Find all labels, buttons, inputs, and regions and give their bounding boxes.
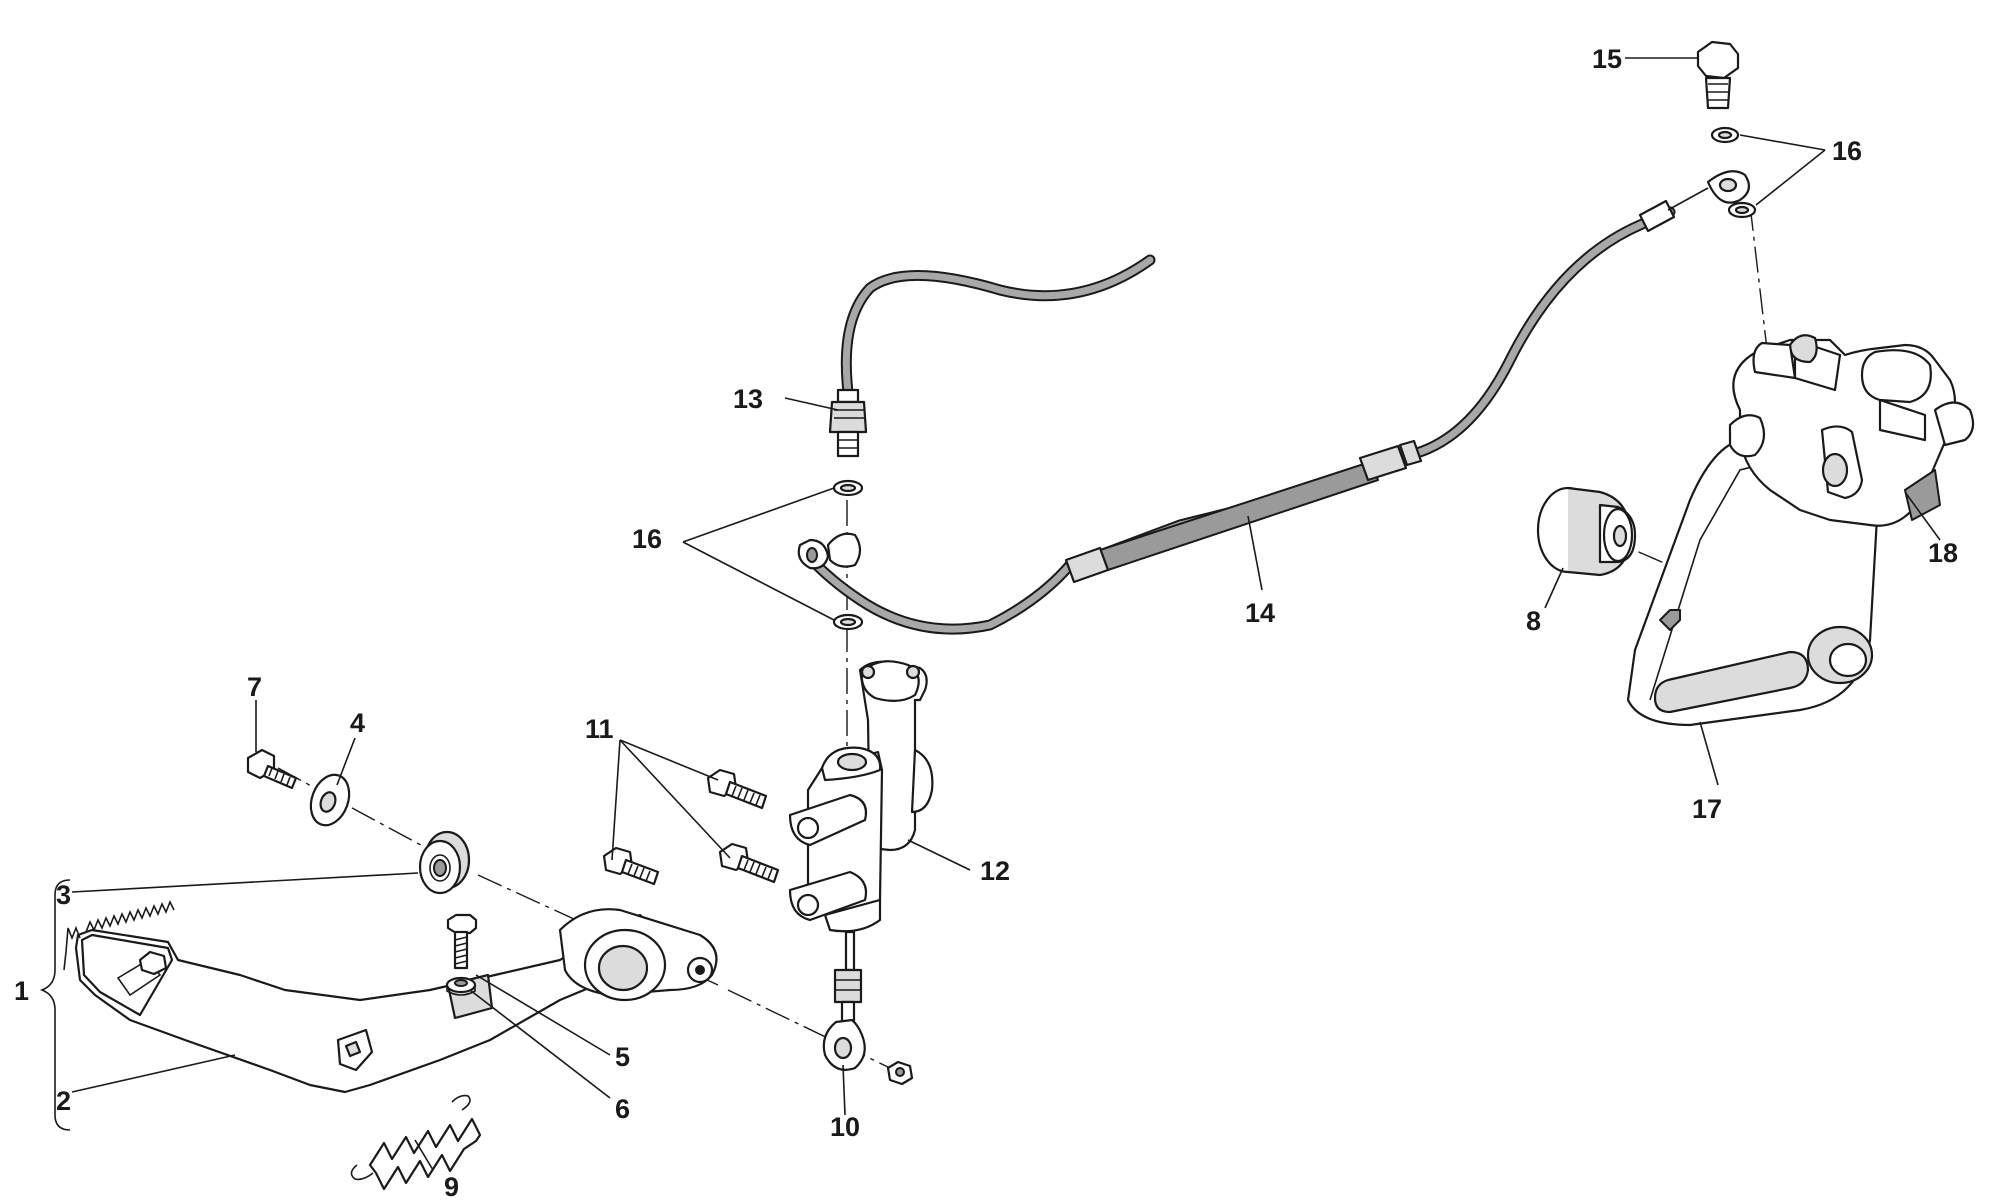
bolt-11-b <box>718 842 780 884</box>
callout-5: 5 <box>615 1042 630 1072</box>
callout-8: 8 <box>1526 606 1541 636</box>
callout-14: 14 <box>1245 598 1275 628</box>
master-cylinder-bolts <box>602 768 780 886</box>
callout-2: 2 <box>56 1086 71 1116</box>
leader-lines <box>39 57 1941 1171</box>
callout-15: 15 <box>1592 44 1622 74</box>
hose-upper <box>840 254 1156 398</box>
callout-18: 18 <box>1928 538 1958 568</box>
rear-caliper <box>1728 334 1975 527</box>
spring <box>350 1094 482 1191</box>
callout-7: 7 <box>247 672 262 702</box>
spacer-bushing <box>1536 486 1637 577</box>
callout-9: 9 <box>444 1172 459 1200</box>
bushing <box>418 830 471 895</box>
stop-nut <box>445 976 477 996</box>
callout-4: 4 <box>350 708 365 738</box>
callout-16-left: 16 <box>632 524 662 554</box>
brake-hose-14 <box>797 170 1751 635</box>
master-cylinder <box>788 660 934 1024</box>
callout-1: 1 <box>14 976 29 1006</box>
callout-6: 6 <box>615 1094 630 1124</box>
callout-labels: 1 2 3 4 5 6 7 8 9 10 11 12 13 14 15 16 1… <box>14 44 1958 1200</box>
stop-bolt <box>446 913 478 970</box>
callout-3: 3 <box>56 880 71 910</box>
callout-10: 10 <box>830 1112 860 1142</box>
washer <box>309 773 351 827</box>
clevis <box>822 1018 914 1086</box>
callout-13: 13 <box>733 384 763 414</box>
center-lines <box>277 204 1771 1069</box>
bolt-11-c <box>602 846 660 886</box>
callout-12: 12 <box>980 856 1010 886</box>
bolt-11-a <box>706 768 768 810</box>
hose-fitting-13 <box>828 388 868 458</box>
sealing-washers <box>832 126 1757 631</box>
callout-17: 17 <box>1692 794 1722 824</box>
banjo-bolt <box>1696 40 1740 110</box>
brake-pedal <box>63 900 718 1094</box>
callout-16-right: 16 <box>1832 136 1862 166</box>
pivot-bolt <box>246 748 298 790</box>
callout-11: 11 <box>585 714 614 744</box>
